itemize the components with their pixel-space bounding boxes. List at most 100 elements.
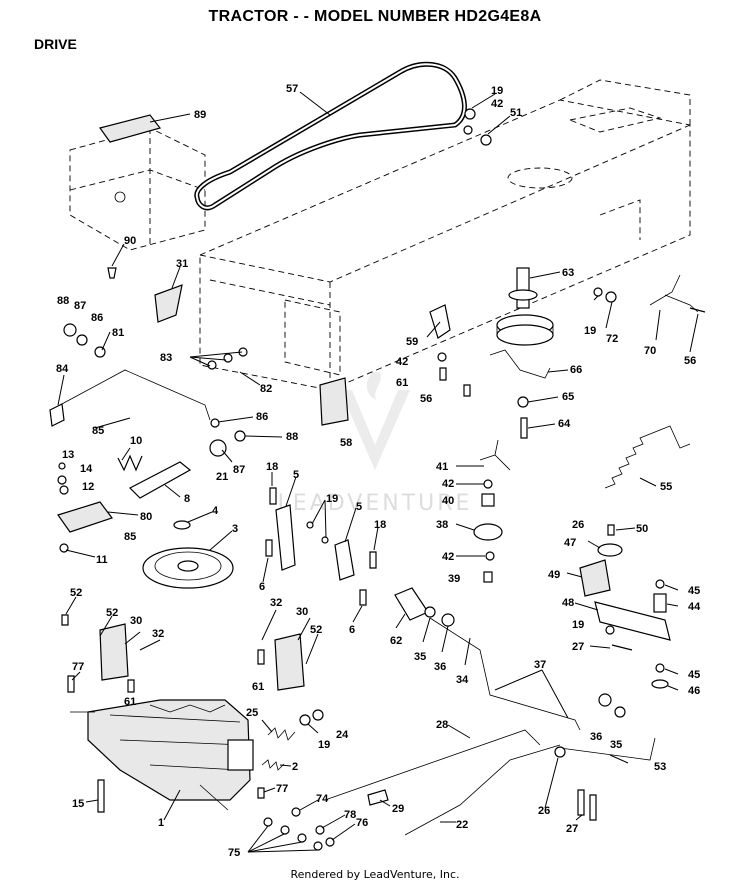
leader-lines [57, 91, 699, 853]
callout-53: 53 [654, 761, 666, 773]
rod-22 [404, 744, 561, 836]
callout-39: 39 [448, 573, 460, 585]
rod-66 [489, 349, 551, 379]
spring-55 [604, 425, 691, 489]
callout-49: 49 [548, 569, 560, 581]
callout-25: 25 [246, 707, 258, 719]
washer-83a [207, 360, 217, 370]
callout-77a: 77 [72, 661, 84, 673]
callout-45b: 45 [688, 669, 700, 681]
callout-41: 41 [436, 461, 448, 473]
callout-85a: 85 [92, 425, 104, 437]
decal [99, 114, 162, 143]
washer-36b [598, 693, 612, 707]
rod-70 [649, 274, 699, 313]
callout-37: 37 [534, 659, 546, 671]
callout-45a: 45 [688, 585, 700, 597]
spring-25 [267, 727, 296, 741]
callout-52c: 52 [310, 624, 322, 636]
callout-35b: 35 [610, 739, 622, 751]
callout-42a: 42 [491, 98, 503, 110]
bolt-18b [369, 551, 377, 569]
callout-52a: 52 [70, 587, 82, 599]
callout-1: 1 [158, 817, 164, 829]
callout-46: 46 [688, 685, 700, 697]
callout-19b: 19 [584, 325, 596, 337]
washer-74 [291, 807, 301, 817]
callout-59: 59 [406, 336, 418, 348]
callout-70: 70 [644, 345, 656, 357]
bolt-64 [520, 417, 528, 439]
washer-83b [223, 353, 233, 363]
watermark-logo: LEADVENTURE [278, 372, 469, 516]
bracket-58 [319, 377, 349, 426]
callout-11: 11 [96, 554, 108, 566]
section-title: DRIVE [34, 36, 77, 52]
arm-48 [594, 601, 671, 641]
washer-72 [605, 291, 617, 303]
callout-61b: 61 [124, 696, 136, 708]
callout-19c: 19 [326, 493, 338, 505]
callout-19e: 19 [318, 739, 330, 751]
washer-88b [234, 430, 246, 442]
washer-19b [593, 287, 603, 297]
washer-12 [59, 485, 69, 495]
callout-86a: 86 [91, 312, 103, 324]
callout-89: 89 [194, 109, 206, 121]
bolt-56a [463, 384, 471, 397]
bracket-30a [99, 623, 129, 681]
bolt-27b2 [589, 794, 597, 821]
callout-38: 38 [436, 519, 448, 531]
callout-51: 51 [510, 107, 522, 119]
ring-4 [173, 520, 191, 530]
washer-35b [614, 706, 626, 718]
washer-65 [517, 396, 529, 408]
rod-28 [324, 729, 541, 801]
bolt-27a [611, 644, 633, 651]
washer-45b [655, 663, 665, 673]
footer-credit: Rendered by LeadVenture, Inc. [290, 868, 460, 881]
callout-47: 47 [564, 537, 576, 549]
callout-88b: 88 [286, 431, 298, 443]
callout-3: 3 [232, 523, 238, 535]
bracket-5b [334, 539, 355, 581]
washer-75b [280, 825, 290, 835]
bolt-61b [127, 679, 135, 693]
callout-13: 13 [62, 449, 74, 461]
pin-77b [257, 787, 265, 799]
spring-2 [261, 759, 285, 771]
callout-87a: 87 [74, 300, 86, 312]
callout-61c: 61 [252, 681, 264, 693]
callout-55: 55 [660, 481, 672, 493]
callout-52b: 52 [106, 607, 118, 619]
callout-31: 31 [176, 258, 188, 270]
callout-66: 66 [570, 364, 582, 376]
washer-26b [554, 746, 566, 758]
callout-86b: 86 [256, 411, 268, 423]
engine-pulley [496, 267, 554, 346]
callout-5a: 5 [293, 469, 299, 481]
washer-14 [57, 475, 67, 485]
callout-18b: 18 [374, 519, 386, 531]
knob-88a [63, 323, 77, 337]
front-bracket [69, 127, 206, 251]
callout-61a: 61 [396, 377, 408, 389]
callout-85b: 85 [124, 531, 136, 543]
bracket-84 [49, 403, 65, 427]
callout-19d: 19 [572, 619, 584, 631]
callout-22: 22 [456, 819, 468, 831]
bolt-27b1 [577, 789, 585, 816]
callout-34: 34 [456, 674, 469, 686]
spring-10 [117, 454, 143, 472]
washer-42d [485, 551, 495, 561]
callout-26b: 26 [538, 805, 550, 817]
knob-21 [209, 439, 227, 457]
callout-14: 14 [80, 463, 93, 475]
callout-30b: 30 [296, 606, 308, 618]
washer-36a [441, 613, 455, 627]
washer-35a [424, 606, 436, 618]
callout-74: 74 [316, 793, 329, 805]
callout-42d: 42 [442, 551, 454, 563]
bolt-50 [607, 524, 615, 536]
